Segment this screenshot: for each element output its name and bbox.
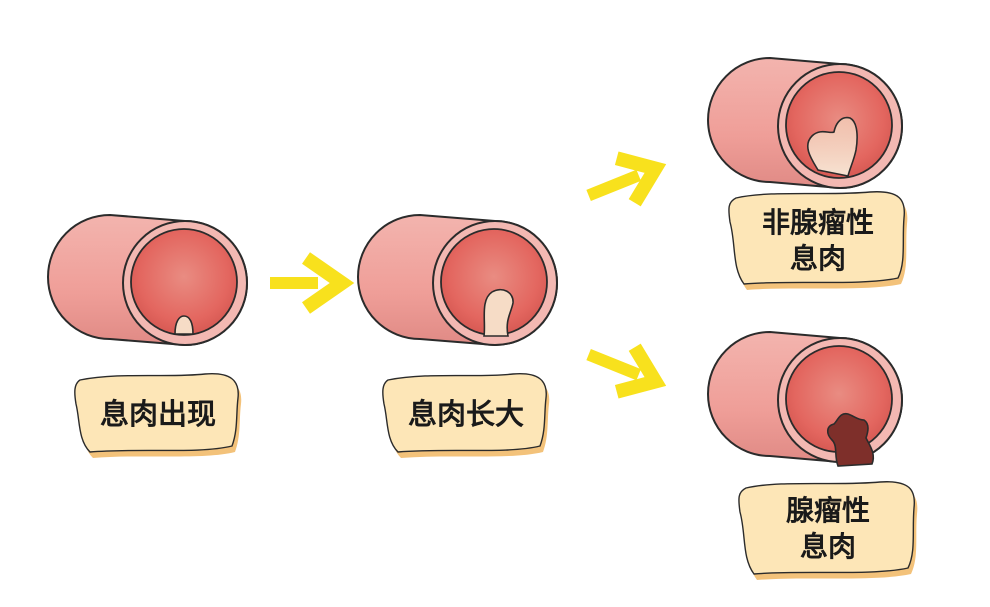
label-badge-polyp-grows: 息肉长大 (382, 373, 550, 458)
label-polyp-grows: 息肉长大 (408, 397, 524, 431)
label-polyp-appears: 息肉出现 (100, 397, 216, 431)
arrow-right-icon (270, 252, 355, 314)
grown-polyp (483, 288, 514, 337)
label-adenoma-line1: 腺瘤性 (786, 494, 870, 527)
arrow-down-right-icon (586, 343, 667, 399)
label-non-adenoma-line2: 息肉 (790, 242, 846, 275)
label-badge-polyp-appears: 息肉出现 (74, 373, 242, 458)
colon-tube-stage-1 (47, 213, 248, 347)
label-adenoma-line2: 息肉 (800, 530, 856, 563)
label-badge-adenoma: 腺瘤性 息肉 (738, 481, 918, 580)
label-non-adenoma-line1: 非腺瘤性 (762, 206, 874, 239)
colon-tube-stage-2 (357, 213, 558, 347)
adenoma-polyp (826, 412, 875, 467)
colon-tube-non-adenoma (707, 56, 903, 190)
colon-tube-adenoma (707, 330, 903, 467)
label-badge-non-adenoma: 非腺瘤性 息肉 (728, 191, 908, 290)
arrow-up-right-icon (586, 151, 667, 207)
benign-polyp (807, 116, 858, 177)
small-polyp (174, 315, 194, 335)
